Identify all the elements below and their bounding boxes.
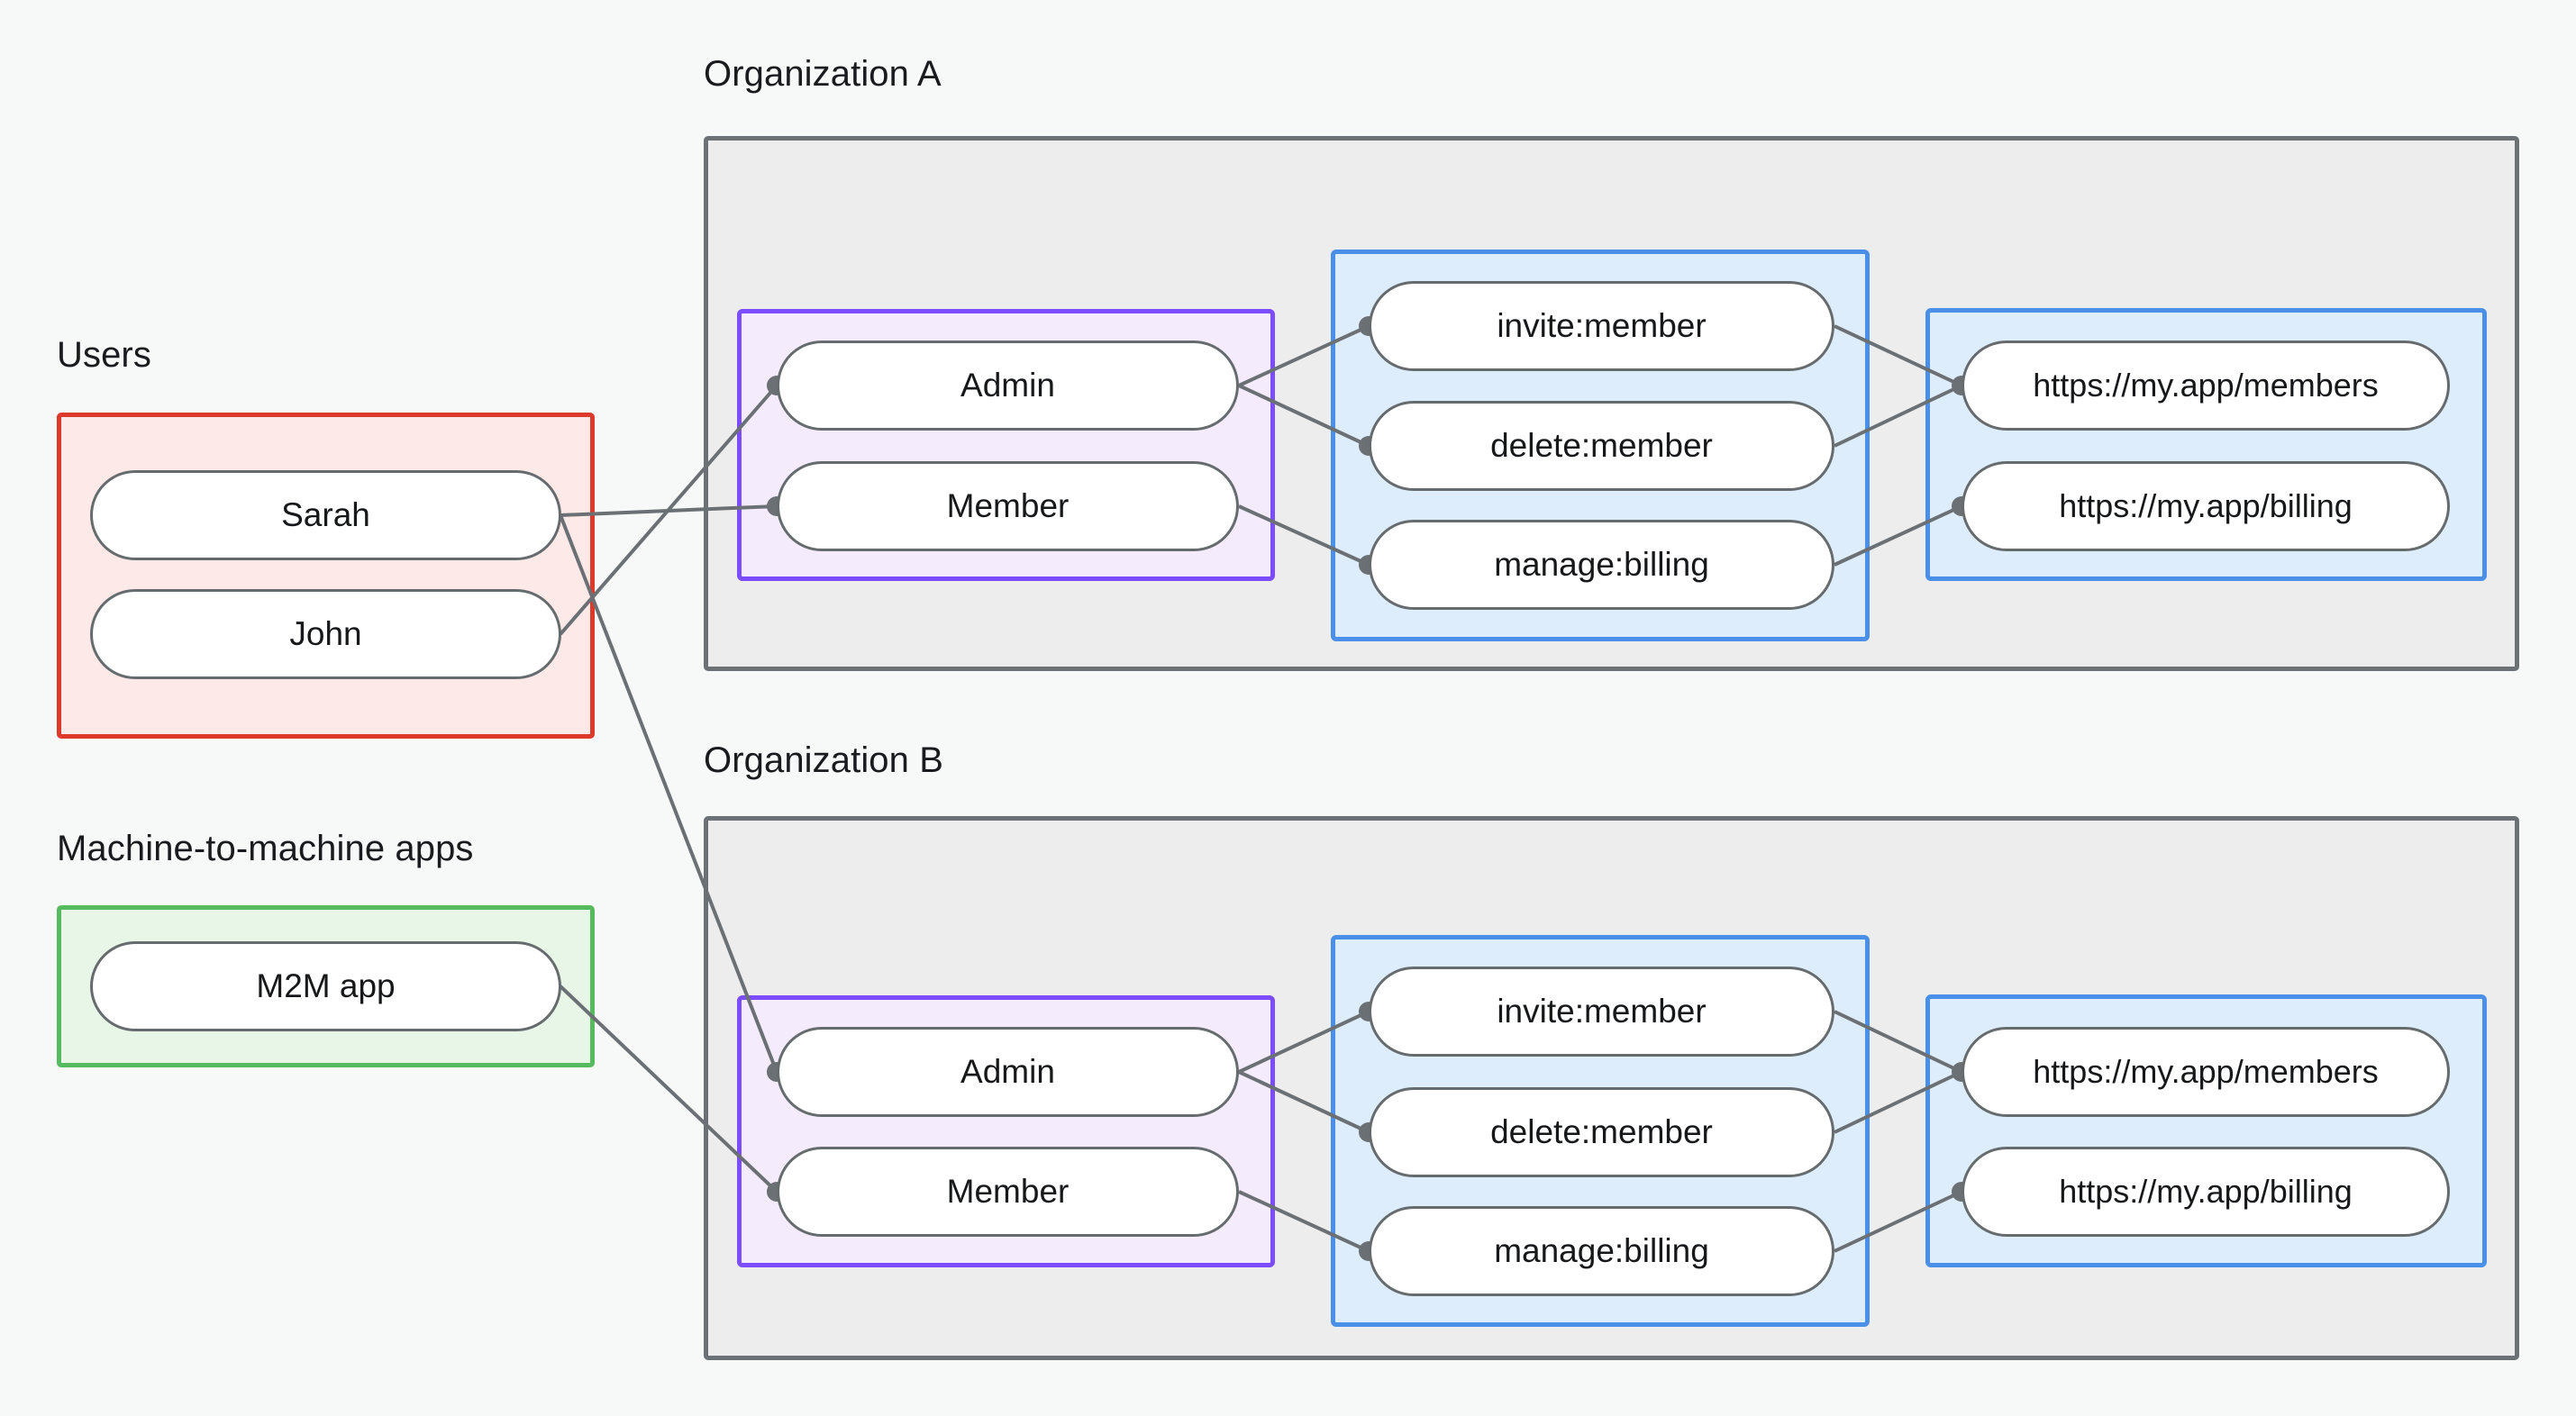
m2m-node-app[interactable]: M2M app [90,941,561,1031]
orgB-permission-manage-billing[interactable]: manage:billing [1369,1206,1834,1296]
orgB-permission-invite-member[interactable]: invite:member [1369,967,1834,1057]
orgB-role-admin[interactable]: Admin [777,1027,1239,1117]
user-node-sarah[interactable]: Sarah [90,470,561,560]
orgA-api-resource-billing[interactable]: https://my.app/billing [1962,461,2450,551]
user-node-john[interactable]: John [90,589,561,679]
organization-a-label: Organization A [704,54,942,94]
m2m-group-label: Machine-to-machine apps [57,829,474,868]
users-group-label: Users [57,335,151,375]
orgA-api-resource-members[interactable]: https://my.app/members [1962,340,2450,431]
orgA-permission-manage-billing[interactable]: manage:billing [1369,520,1834,610]
orgA-permission-delete-member[interactable]: delete:member [1369,401,1834,491]
orgA-role-admin[interactable]: Admin [777,340,1239,431]
orgB-api-resource-billing[interactable]: https://my.app/billing [1962,1147,2450,1237]
orgB-role-member[interactable]: Member [777,1147,1239,1237]
orgA-role-member[interactable]: Member [777,461,1239,551]
orgA-permission-invite-member[interactable]: invite:member [1369,281,1834,371]
orgB-api-resource-members[interactable]: https://my.app/members [1962,1027,2450,1117]
organization-b-label: Organization B [704,740,943,780]
users-group [57,413,595,739]
orgB-permission-delete-member[interactable]: delete:member [1369,1087,1834,1177]
